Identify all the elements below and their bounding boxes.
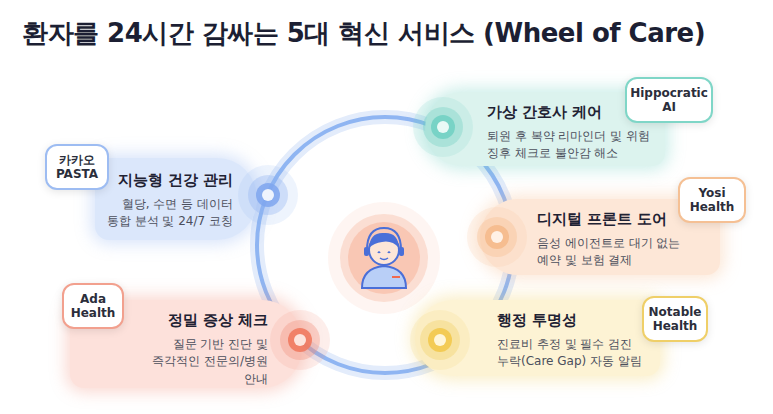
service-card: 정밀 증상 체크질문 기반 진단 및 즉각적인 전문의/병원 안내Ada Hea… [70,300,302,388]
company-name: Ada Health [68,292,118,321]
company-name: Hippocratic AI [630,86,708,115]
service-description: 음성 에이전트로 대기 없는 예약 및 보험 결제 [537,235,694,270]
company-badge: Ada Health [62,283,124,329]
service-title: 행정 투명성 [497,311,652,330]
company-badge: 카카오 PASTA [45,144,109,190]
ring-marker [410,310,470,370]
service-description: 진료비 추정 및 필수 검진 누락(Care Gap) 자동 알림 [497,336,652,371]
patient-avatar [328,202,440,314]
company-badge: Hippocratic AI [625,77,713,123]
service-title: 디지털 프론트 도어 [537,210,694,229]
company-name: Notable Health [648,305,702,334]
company-name: Yosi Health [684,186,740,215]
company-badge: Yosi Health [678,177,746,223]
company-badge: Notable Health [642,296,708,342]
service-description: 퇴원 후 복약 리마인더 및 위험 징후 체크로 불안감 해소 [487,128,657,163]
ring-marker [270,310,330,370]
service-description: 질문 기반 진단 및 즉각적인 전문의/병원 안내 [130,336,268,388]
service-description: 혈당, 수면 등 데이터 통합 분석 및 24/7 코칭 [105,196,233,231]
service-card: 지능형 건강 관리혈당, 수면 등 데이터 통합 분석 및 24/7 코칭카카오… [95,158,257,240]
company-name: 카카오 PASTA [51,153,103,182]
service-title: 정밀 증상 체크 [130,311,268,330]
diagram-title: 환자를 24시간 감싸는 5대 혁신 서비스 (Wheel of Care) [22,16,705,51]
ring-marker [238,165,298,225]
service-title: 지능형 건강 관리 [105,171,233,190]
ring-marker [413,97,473,157]
ring-marker [467,207,527,267]
